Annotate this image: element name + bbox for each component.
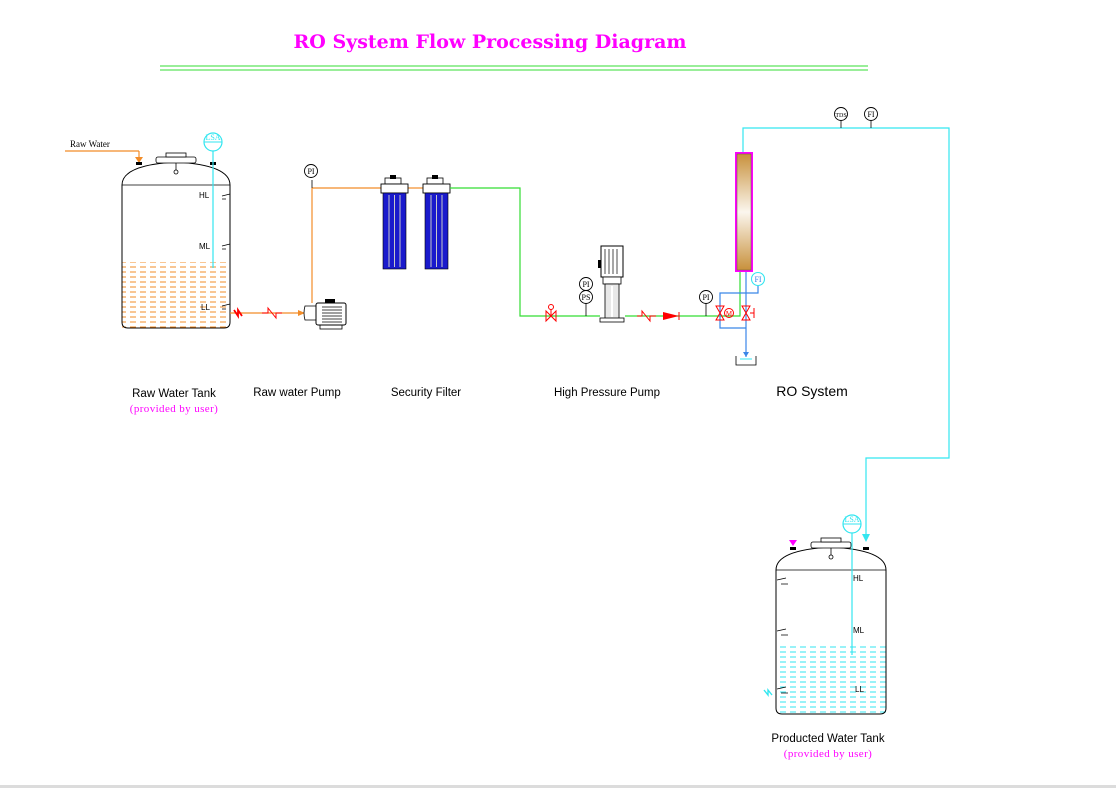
label-raw-water-pump: Raw water Pump (253, 387, 341, 399)
hp-discharge-valves (637, 309, 680, 323)
hp-inlet-valve (545, 304, 557, 323)
raw-tank-level-high: HL (199, 191, 210, 200)
svg-text:FI: FI (754, 275, 761, 284)
svg-text:LSA: LSA (205, 133, 220, 142)
svg-text:PI: PI (702, 293, 709, 302)
label-security-filter: Security Filter (391, 387, 461, 399)
product-tank-level-low: LL (855, 685, 864, 694)
label-product-water-tank: Producted Water Tank (771, 733, 884, 745)
product-tank-level-mid: ML (853, 626, 865, 635)
vent-marker-icon (789, 540, 797, 546)
note-raw-water-tank: (provided by user) (130, 403, 218, 415)
high-pressure-pump (598, 245, 625, 323)
hp-flow-regulator-icon (663, 312, 679, 320)
permeate-pipe (742, 127, 950, 542)
svg-text:PI: PI (307, 167, 314, 176)
security-filter-2 (422, 175, 451, 270)
pump-discharge-pipe (311, 180, 424, 303)
svg-text:PS: PS (582, 293, 591, 302)
raw-tank-level-low: LL (201, 303, 210, 312)
outlet-valve-icon (233, 307, 243, 319)
ro-membrane-vessel (735, 152, 753, 272)
security-filter-1 (380, 175, 409, 270)
note-product-water-tank: (provided by user) (784, 748, 872, 760)
raw-tank-level-mid: ML (199, 242, 211, 251)
bottom-border (0, 785, 1116, 788)
raw-water-inlet-pipe (65, 150, 143, 163)
svg-text:PI: PI (582, 280, 589, 289)
svg-text:FI: FI (867, 110, 874, 119)
concentrate-fi-instrument: FI (750, 271, 766, 287)
raw-tank-lsa-instrument: LSA (203, 132, 223, 152)
check-valve-icon (262, 306, 282, 320)
ro-inlet-pi-gauge: PI (699, 290, 713, 316)
raw-water-pump (303, 299, 347, 330)
concentrate-motor-valve: M (715, 305, 734, 321)
product-outlet-valve-icon (763, 688, 773, 697)
hp-check-valve-icon (637, 309, 656, 323)
label-ro-system: RO System (776, 383, 848, 399)
label-high-pressure-pump: High Pressure Pump (554, 387, 660, 399)
raw-tank-outlet-pipe (230, 306, 305, 320)
pump-discharge-pi-gauge: PI (304, 164, 318, 178)
raw-water-inlet-label: Raw Water (70, 139, 110, 149)
permeate-tds-instrument: TDS (834, 107, 848, 128)
product-water-level-fill (776, 646, 886, 714)
hp-inlet-gauges: PI PS (579, 277, 593, 316)
svg-text:TDS: TDS (835, 113, 846, 119)
svg-text:M: M (726, 310, 733, 318)
diagram-title: RO System Flow Processing Diagram (293, 31, 686, 53)
raw-water-tank (121, 151, 231, 329)
product-water-tank (763, 531, 887, 715)
concentrate-pipe (719, 272, 759, 366)
product-tank-level-high: HL (853, 574, 864, 583)
svg-text:LSA: LSA (844, 515, 859, 524)
raw-water-level-fill (122, 262, 230, 328)
permeate-fi-instrument: FI (864, 107, 878, 128)
product-tank-lsa-instrument: LSA (842, 514, 862, 534)
label-raw-water-tank: Raw Water Tank (132, 388, 216, 400)
concentrate-needle-valve (741, 305, 755, 321)
title-underline (160, 65, 868, 71)
